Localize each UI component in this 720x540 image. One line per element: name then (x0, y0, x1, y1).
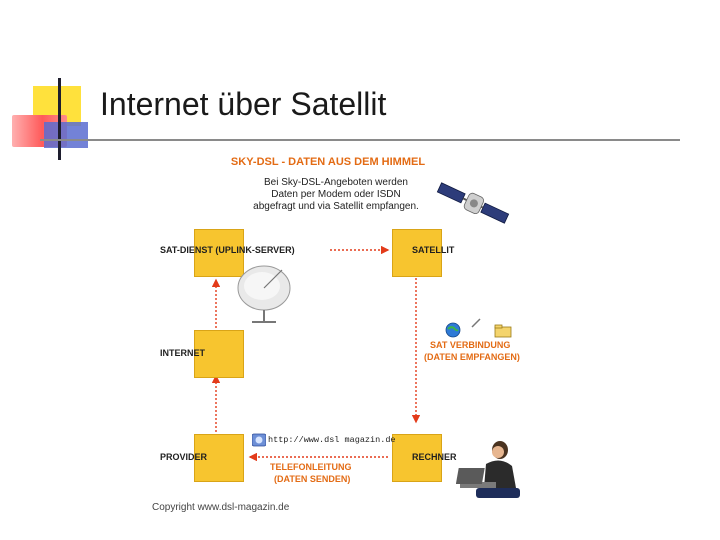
label-telefonleitung: TELEFONLEITUNG (270, 462, 352, 472)
folder-icon (494, 324, 512, 338)
label-daten-senden: (DATEN SENDEN) (274, 474, 351, 484)
box-rechner (392, 434, 442, 482)
slide-title: Internet über Satellit (100, 86, 387, 122)
caption-line: Bei Sky-DSL-Angeboten werden (264, 177, 408, 188)
box-satellit (392, 229, 442, 277)
decor-vertical-line (58, 78, 61, 160)
diagram-title: SKY-DSL - DATEN AUS DEM HIMMEL (230, 156, 426, 168)
globe-icon (445, 322, 461, 338)
label-internet: INTERNET (160, 348, 205, 358)
caption-line: Daten per Modem oder ISDN (271, 189, 401, 200)
sky-dsl-diagram: SKY-DSL - DATEN AUS DEM HIMMEL Bei Sky-D… (148, 152, 544, 514)
label-provider: PROVIDER (160, 452, 208, 462)
label-daten-empfangen: (DATEN EMPFANGEN) (424, 352, 520, 362)
box-internet (194, 330, 244, 378)
copyright-text: Copyright www.dsl-magazin.de (152, 502, 290, 513)
pencil-icon (471, 318, 481, 328)
label-sat-verbindung: SAT VERBINDUNG (430, 340, 511, 350)
title-divider (40, 139, 680, 141)
diagram-caption: Bei Sky-DSL-Angeboten werden Daten per M… (236, 177, 436, 213)
label-rechner: RECHNER (412, 452, 457, 462)
label-satellit: SATELLIT (412, 245, 455, 255)
box-provider (194, 434, 244, 482)
decor-blue-square (44, 122, 88, 148)
box-sat-dienst (194, 229, 244, 277)
satellite-dish-icon (237, 265, 291, 323)
browser-globe-icon (252, 433, 266, 447)
caption-line: abgefragt und via Satellit empfangen. (253, 201, 419, 212)
satellite-icon (436, 182, 510, 224)
label-sat-dienst: SAT-DIENST (UPLINK-SERVER) (160, 245, 295, 255)
flow-arrows (211, 245, 421, 462)
person-laptop-icon (456, 441, 520, 498)
url-text: http://www.dsl magazin.de (268, 435, 396, 445)
